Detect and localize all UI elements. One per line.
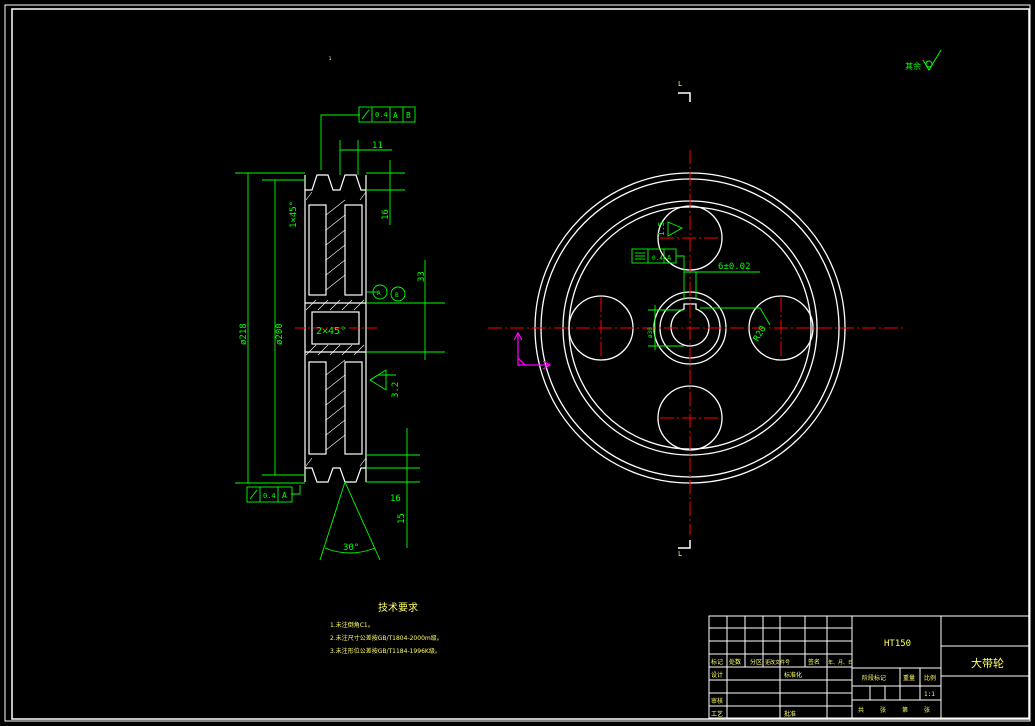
section-hatching (305, 191, 367, 467)
tolerance-bottom-value: 0.4 (263, 492, 276, 500)
general-roughness-label: 其余 (905, 61, 921, 71)
tolerance-frame-bottom (246, 486, 293, 503)
datum-a-label: A (377, 290, 381, 297)
dim-hole-radius: R20 (752, 324, 769, 343)
tb-sheets-0: 共 (858, 706, 864, 714)
tb-scale-value: 1:1 (924, 691, 935, 698)
tb-sheets-3: 张 (924, 706, 930, 714)
keyway-tolerance-ref: A (667, 254, 672, 262)
title-part-name: 大带轮 (971, 656, 1004, 670)
datum-markers (372, 284, 406, 302)
tb-review-label: 审核 (711, 697, 723, 705)
cut-tag-top: L (678, 80, 682, 88)
tech-requirements-title: 技术要求 (378, 601, 418, 614)
front-dimensions (631, 221, 771, 350)
front-centerlines (488, 150, 905, 535)
tb-weight-label: 重量 (903, 674, 915, 682)
dim-key-depth: 1.5 (657, 221, 666, 236)
dim-groove-width: 11 (372, 141, 383, 151)
dim-bore-chamfer: 2×45° (316, 326, 346, 337)
tb-standard-label: 标准化 (784, 671, 802, 679)
bottom-groove-profile (304, 467, 367, 483)
tolerance-bottom-ref: A (282, 491, 287, 500)
tb-header-1: 处数 (729, 658, 741, 666)
tb-header-3: 更改文件号 (765, 659, 790, 666)
tb-approve-label: 批准 (784, 710, 796, 718)
dim-bore: ø30 (647, 327, 654, 338)
sheet-border (4, 4, 1031, 722)
tb-sheets-2: 第 (902, 706, 908, 714)
tolerance-top-ref: A (393, 111, 398, 120)
dim-groove-angle: 30° (343, 543, 359, 553)
dim-groove-depth-bottom: 16 (390, 494, 401, 504)
cut-tag-bottom: L (678, 550, 682, 558)
dim-keyway: 6±0.02 (718, 262, 751, 272)
spoke-window-top-left (308, 204, 327, 296)
dim-chamfer: 1×45° (289, 201, 299, 228)
tb-design-label: 设计 (711, 671, 723, 679)
tb-header-0: 标记 (711, 658, 723, 666)
spoke-window-bottom-left (308, 361, 327, 455)
dim-outer-dia: ø218 (239, 323, 249, 345)
keyway-tolerance-value: 0.4 (652, 255, 663, 262)
dim-pitch-dia: ø200 (275, 323, 285, 345)
tolerance-top-value: 0.4 (375, 111, 388, 119)
tolerance-top-ref2: B (406, 111, 411, 120)
roughness-symbol-icon (922, 49, 942, 71)
keyway-bore (670, 303, 710, 347)
section-tag: ₁ (328, 54, 332, 62)
tb-header-5: 年、月、日 (828, 659, 853, 666)
tb-header-4: 签名 (808, 658, 820, 666)
spoke-window-bottom-right (344, 361, 363, 455)
dim-hub: 33 (417, 271, 427, 282)
title-material: HT150 (884, 639, 911, 649)
section-dimensions (235, 114, 445, 561)
tb-scale-label: 比例 (924, 674, 936, 682)
tech-requirement-2: 2.未注尺寸公差按GB/T1804-2000m级。 (330, 634, 443, 642)
title-block (708, 615, 1030, 719)
tb-header-2: 分区 (750, 658, 762, 666)
tb-stage-label: 阶段标记 (862, 674, 886, 682)
drawing-frame (11, 8, 1030, 720)
spoke-window-top-right (344, 204, 363, 296)
section-cut-marks (678, 92, 691, 549)
dim-groove-pitch: 15 (397, 513, 407, 524)
dim-groove-depth-top: 16 (381, 209, 391, 220)
tech-requirement-3: 3.未注形位公差按GB/T1184-1996K级。 (330, 647, 441, 655)
tb-process-label: 工艺 (711, 710, 723, 718)
tb-sheets-1: 张 (880, 706, 886, 714)
ucs-icon (513, 331, 552, 370)
tolerance-frame-top (358, 106, 416, 123)
tech-requirement-1: 1.未注倒角C1。 (330, 621, 374, 629)
top-groove-profile (304, 174, 367, 191)
roughness-hub: 3.2 (391, 382, 401, 398)
datum-b-label: B (395, 292, 399, 299)
